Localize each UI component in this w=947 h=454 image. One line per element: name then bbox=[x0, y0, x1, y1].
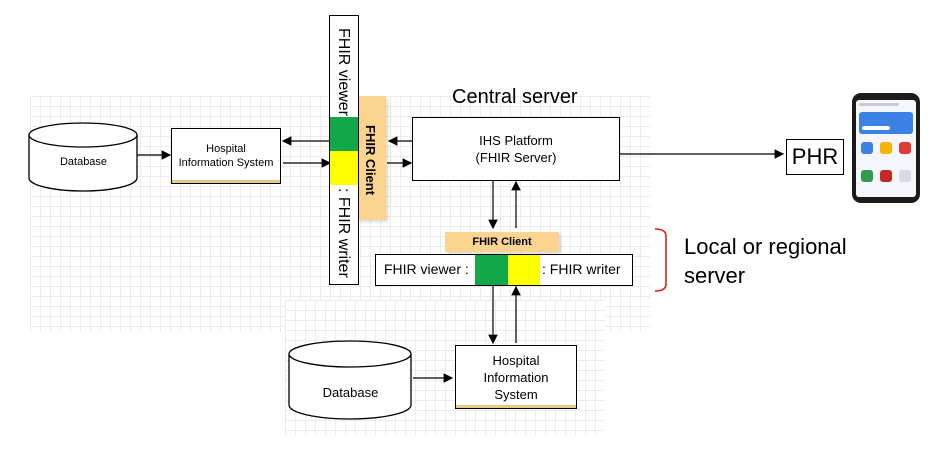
regional-bracket bbox=[654, 228, 667, 292]
phone-app-tile bbox=[880, 142, 892, 154]
phone-screen bbox=[856, 100, 916, 197]
local-server-label: Local or regional server bbox=[684, 232, 847, 290]
fhir-client-label-vertical: FHIR Client bbox=[363, 125, 378, 196]
phone-banner bbox=[859, 112, 913, 134]
writer-yellow-block-horizontal bbox=[508, 255, 540, 285]
fhir-writer-label-vertical: : FHIR writer bbox=[335, 188, 352, 278]
database-cylinder-top bbox=[28, 122, 138, 192]
local-server-line2: server bbox=[684, 263, 746, 288]
fhir-viewer-label-horizontal: FHIR viewer : bbox=[384, 261, 469, 277]
phone-app-tile bbox=[861, 142, 873, 154]
his-box-bottom: Hospital Information System bbox=[455, 345, 577, 409]
fhir-strip-horizontal: FHIR viewer : : FHIR writer bbox=[375, 254, 633, 286]
phr-phone-image bbox=[852, 93, 920, 203]
phone-app-tile bbox=[899, 170, 911, 182]
fhir-client-vertical: FHIR Client bbox=[358, 96, 386, 220]
viewer-green-block-horizontal bbox=[475, 255, 508, 285]
phone-app-tile bbox=[880, 170, 892, 182]
viewer-green-block-vertical bbox=[330, 117, 358, 151]
fhir-client-horizontal: FHIR Client bbox=[445, 232, 559, 252]
phone-header-bar bbox=[859, 103, 899, 106]
phone-search-bar bbox=[862, 126, 890, 130]
ihs-platform-box: IHS Platform (FHIR Server) bbox=[412, 117, 620, 181]
fhir-writer-label-horizontal: : FHIR writer bbox=[542, 261, 621, 277]
fhir-viewer-label-vertical: FHIR viewer : bbox=[335, 28, 352, 125]
writer-yellow-block-vertical bbox=[330, 151, 358, 185]
phr-box: PHR bbox=[786, 139, 844, 175]
his-box-top: Hospital Information System bbox=[171, 128, 281, 184]
phone-app-tile bbox=[899, 142, 911, 154]
ihs-platform-line2: (FHIR Server) bbox=[475, 150, 557, 165]
ihs-platform-line1: IHS Platform bbox=[479, 133, 553, 148]
local-server-line1: Local or regional bbox=[684, 234, 847, 259]
fhir-strip-vertical: FHIR viewer : : FHIR writer bbox=[329, 15, 359, 285]
database-cylinder-bottom bbox=[288, 340, 412, 420]
phone-app-tile bbox=[861, 170, 873, 182]
database-label-top: Database bbox=[59, 156, 108, 168]
central-server-label: Central server bbox=[452, 86, 578, 108]
database-label-bottom: Database bbox=[322, 384, 379, 400]
